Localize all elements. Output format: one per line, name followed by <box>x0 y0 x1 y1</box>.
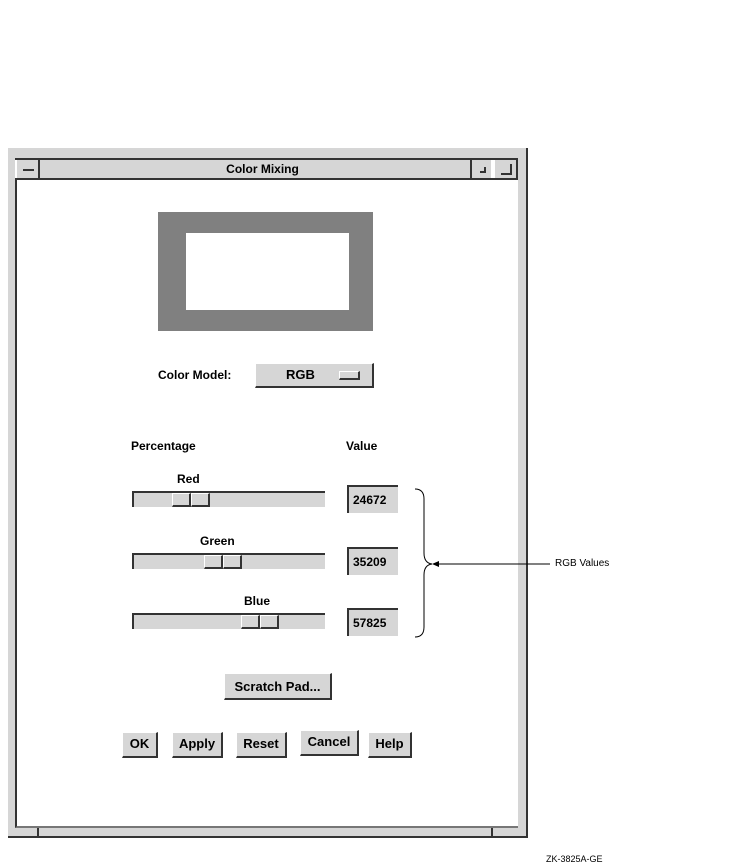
minus-icon <box>23 169 34 171</box>
frame-highlight <box>6 148 8 838</box>
window-menu-button[interactable] <box>15 160 40 178</box>
color-model-value: RGB <box>286 367 315 382</box>
resize-corner-right[interactable] <box>491 828 493 838</box>
title-bar[interactable]: Color Mixing <box>15 158 518 180</box>
scratch-pad-button[interactable]: Scratch Pad... <box>224 673 332 700</box>
blue-value: 57825 <box>347 608 398 636</box>
slider-thumb[interactable] <box>172 493 211 507</box>
window-title: Color Mixing <box>226 162 299 176</box>
green-slider[interactable] <box>132 553 325 569</box>
red-value: 24672 <box>347 485 398 513</box>
maximize-icon <box>501 164 512 175</box>
red-label: Red <box>177 472 200 486</box>
maximize-button[interactable] <box>493 160 518 178</box>
green-value: 35209 <box>347 547 398 575</box>
help-button[interactable]: Help <box>368 732 412 758</box>
color-model-option-menu[interactable]: RGB <box>255 363 374 388</box>
rgb-values-annotation: RGB Values <box>555 558 610 569</box>
percentage-header: Percentage <box>131 439 196 453</box>
ok-button[interactable]: OK <box>122 732 158 758</box>
resize-corner-left[interactable] <box>37 828 39 838</box>
value-header: Value <box>346 439 378 453</box>
brace-icon <box>414 488 433 638</box>
cancel-button[interactable]: Cancel <box>300 730 359 756</box>
blue-slider[interactable] <box>132 613 325 629</box>
red-slider[interactable] <box>132 491 325 507</box>
option-menu-icon <box>339 371 360 380</box>
minimize-button[interactable] <box>470 160 493 178</box>
green-label: Green <box>200 534 235 548</box>
color-swatch <box>186 233 349 310</box>
reset-button[interactable]: Reset <box>236 732 287 758</box>
apply-button[interactable]: Apply <box>172 732 223 758</box>
blue-label: Blue <box>244 594 271 608</box>
rgb-values-callout <box>414 488 550 638</box>
figure-id: ZK-3825A-GE <box>546 854 603 864</box>
slider-thumb[interactable] <box>241 615 280 629</box>
minimize-icon <box>480 167 486 173</box>
arrow-head-icon <box>432 561 439 567</box>
slider-thumb[interactable] <box>204 555 243 569</box>
color-model-label: Color Model: <box>158 368 232 382</box>
